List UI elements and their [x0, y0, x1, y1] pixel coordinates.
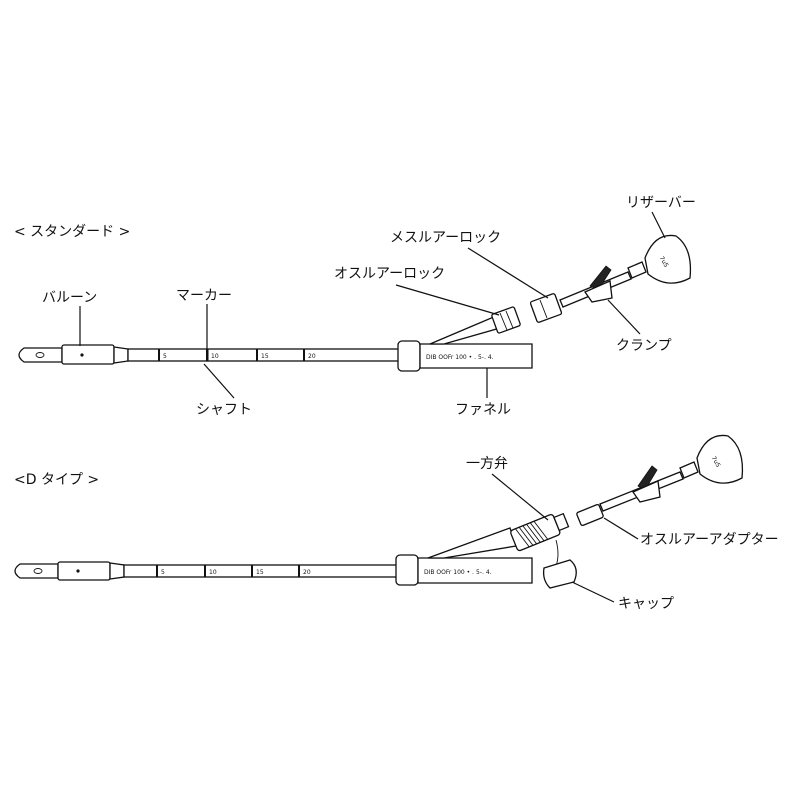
label-male-luer-lock: メスルアーロック	[390, 230, 501, 246]
dtype-scale-mark-15: 15	[256, 569, 264, 576]
standard-heading: < スタンダード >	[14, 224, 130, 240]
standard-funnel: DIB OOFr 100 • ․ 5-․ 4.	[397, 306, 533, 372]
dtype-funnel-text: DIB OOFr 100 • ․ 5-․ 4.	[424, 569, 492, 576]
dtype-heading: <D タイプ >	[14, 472, 99, 488]
reservoir-text: 7uS	[658, 255, 670, 269]
standard-luer-clamp-reservoir: 7uS	[529, 234, 692, 323]
dtype-reservoir-text: 7uS	[710, 455, 722, 469]
label-one-way-valve: 一方弁	[466, 456, 508, 472]
dtype-adapter-clamp-reservoir: 7uS	[576, 434, 744, 527]
dtype-shaft: 5 10 15 20	[123, 564, 399, 578]
label-funnel: ファネル	[455, 402, 511, 418]
label-cap: キャップ	[618, 596, 674, 612]
label-female-luer-adapter: オスルアーアダプター	[640, 532, 779, 548]
scale-mark-10: 10	[211, 353, 219, 360]
label-balloon: バルーン	[42, 290, 97, 306]
scale-mark-5: 5	[163, 353, 167, 360]
scale-mark-20: 20	[308, 353, 316, 360]
dtype-scale-mark-20: 20	[303, 569, 311, 576]
label-female-luer-lock: オスルアーロック	[334, 266, 445, 282]
standard-shaft: 5 10 15 20	[127, 348, 401, 362]
label-shaft: シャフト	[196, 402, 252, 418]
dtype-scale-mark-5: 5	[161, 569, 165, 576]
dtype-catheter-tip	[14, 561, 125, 581]
label-marker: マーカー	[176, 288, 232, 304]
dtype-scale-mark-10: 10	[209, 569, 217, 576]
dtype-funnel: DIB OOFr 100 • ․ 5-․ 4.	[395, 512, 577, 589]
label-reservoir: リザーバー	[626, 195, 696, 211]
label-clamp: クランプ	[616, 338, 672, 354]
standard-catheter-tip	[18, 344, 129, 365]
standard-funnel-text: DIB OOFr 100 • ․ 5-․ 4.	[426, 354, 494, 361]
scale-mark-15: 15	[261, 353, 269, 360]
